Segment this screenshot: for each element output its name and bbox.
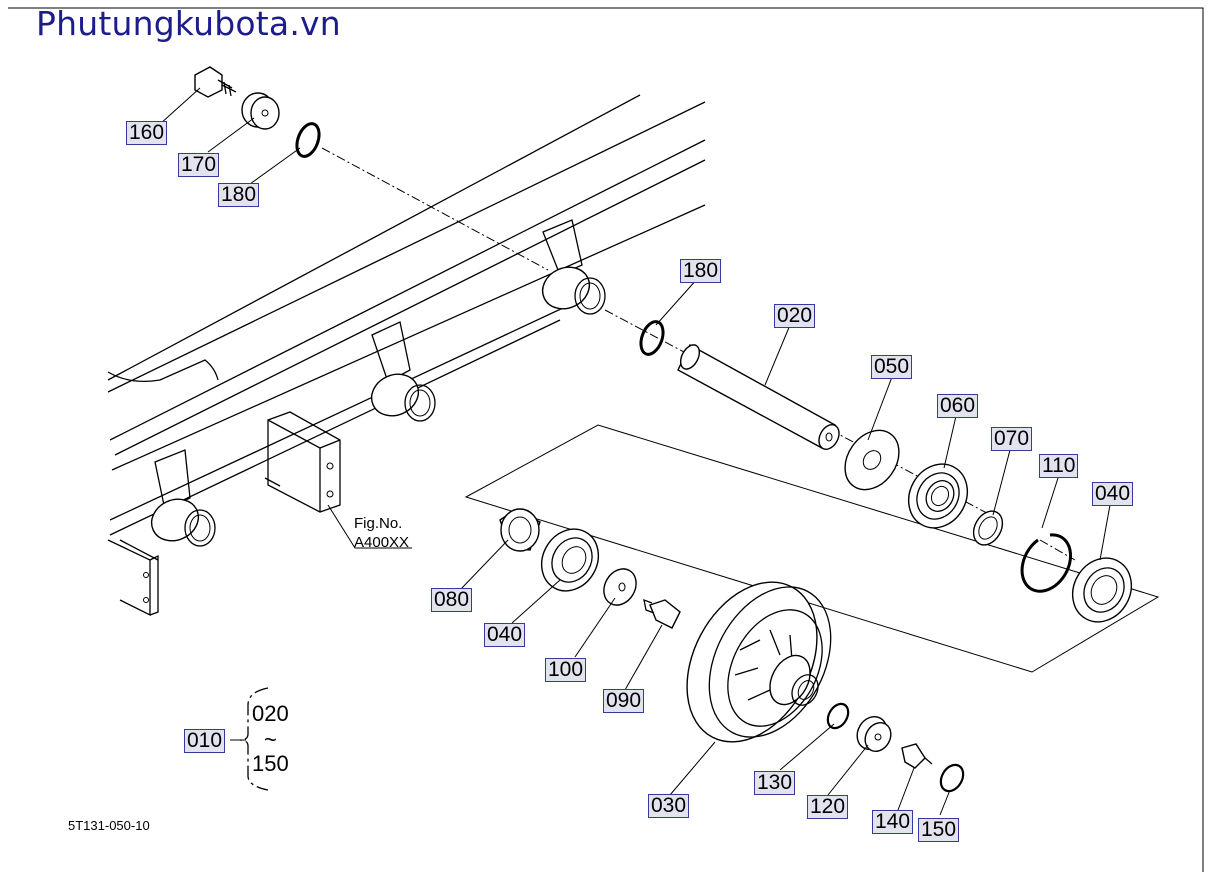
shaft-020	[677, 344, 840, 450]
roller-mounts	[150, 219, 606, 547]
figure-ref-label: Fig.No.	[354, 515, 403, 532]
wheel-assembly-outline	[464, 424, 1160, 673]
callout-120[interactable]: 120	[807, 795, 849, 819]
callout-130[interactable]: 130	[754, 771, 796, 795]
callout-140[interactable]: 140	[872, 810, 914, 834]
callout-160[interactable]: 160	[126, 121, 168, 145]
bearing-040b	[540, 528, 600, 592]
washer-050	[844, 429, 900, 491]
callout-020[interactable]: 020	[774, 304, 816, 328]
page-border	[8, 7, 1204, 872]
callout-090[interactable]: 090	[603, 689, 645, 713]
ring-070	[972, 510, 1004, 546]
oring-180b	[639, 320, 665, 356]
callout-010-assembly[interactable]: 010	[184, 729, 226, 753]
snap-ring-110	[1020, 533, 1073, 593]
callout-060[interactable]: 060	[937, 394, 979, 418]
callout-170[interactable]: 170	[178, 153, 220, 177]
plug-090	[643, 598, 681, 629]
callout-040-left[interactable]: 040	[484, 623, 526, 647]
callout-110[interactable]: 110	[1039, 454, 1079, 478]
oring-130	[826, 702, 850, 730]
collar-080	[499, 508, 541, 552]
callout-150[interactable]: 150	[918, 818, 960, 842]
drawing-code: 5T131-050-10	[68, 818, 150, 833]
callout-070[interactable]: 070	[991, 427, 1033, 451]
nipple-140	[901, 743, 933, 769]
range-end: 150	[252, 751, 289, 776]
watermark-logo: Phutungkubota.vn	[36, 4, 341, 43]
callout-030[interactable]: 030	[648, 794, 690, 818]
ring-150	[939, 763, 965, 793]
top-fasteners	[194, 66, 321, 158]
bearing-060	[907, 463, 969, 529]
bearing-040a	[1071, 557, 1133, 623]
range-start: 020	[252, 701, 289, 726]
leader-lines	[159, 87, 1111, 816]
washer-100	[603, 568, 637, 606]
callout-100[interactable]: 100	[545, 658, 587, 682]
callout-180-top[interactable]: 180	[218, 183, 260, 207]
range-separator: ~	[264, 727, 277, 752]
callout-050[interactable]: 050	[871, 355, 913, 379]
collar-120	[856, 715, 892, 753]
callout-040-right[interactable]: 040	[1092, 482, 1134, 506]
figure-ref-number[interactable]: A400XX	[354, 534, 410, 551]
callout-080[interactable]: 080	[431, 588, 473, 612]
idler-wheel-030	[686, 581, 832, 743]
callout-180-shaft[interactable]: 180	[680, 259, 722, 283]
